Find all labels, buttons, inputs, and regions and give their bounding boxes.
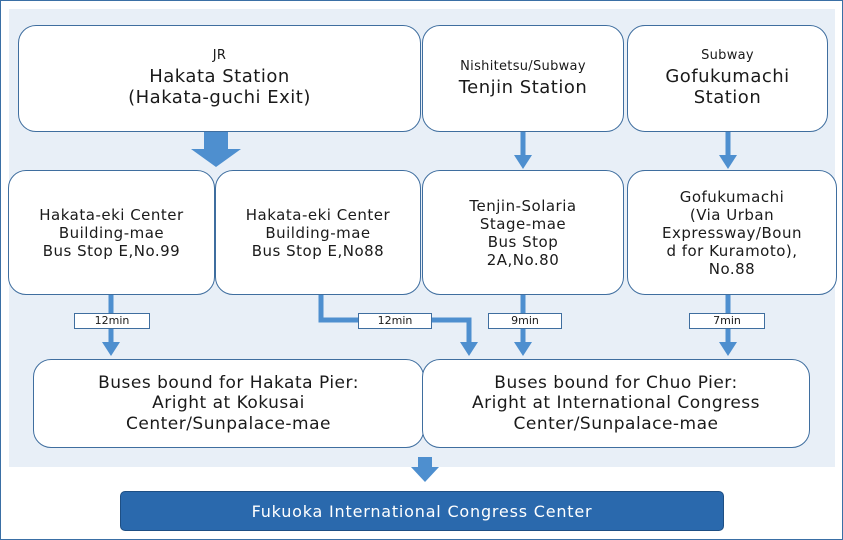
arrow-final <box>411 457 439 482</box>
stop-line: d for Kuramoto), <box>666 241 798 260</box>
stop-line: Expressway/Boun <box>662 223 802 242</box>
stop-line: Bus Stop <box>487 232 559 251</box>
time-label-hakata-99: 12min <box>74 313 150 329</box>
stop-line: Hakata-eki Center <box>245 205 391 224</box>
stop-line: Building-mae <box>265 223 371 242</box>
stop-line: Stage-mae <box>479 214 567 233</box>
stop-tenjin-80: Tenjin-Solaria Stage-mae Bus Stop 2A,No.… <box>422 170 624 295</box>
dest-line: Buses bound for Hakata Pier: <box>98 372 359 393</box>
block-arrow-hakata <box>191 132 241 167</box>
dest-line: Aright at International Congress <box>472 393 760 414</box>
stop-gofukumachi-88: Gofukumachi (Via Urban Expressway/Boun d… <box>627 170 837 295</box>
dest-hakata-pier: Buses bound for Hakata Pier: Aright at K… <box>33 359 424 448</box>
dest-line: Center/Sunpalace-mae <box>125 413 331 434</box>
dest-line: Buses bound for Chuo Pier: <box>494 372 738 393</box>
arrow-hakata88-head <box>460 342 478 356</box>
arrow-gofukumachi-head <box>719 155 737 169</box>
origin-gofukumachi-station: Subway Gofukumachi Station <box>627 25 828 132</box>
final-label: Fukuoka International Congress Center <box>251 501 593 521</box>
time-label-gofukumachi-88: 7min <box>689 313 765 329</box>
operator-label: Subway <box>701 48 754 64</box>
stop-line: No.88 <box>708 259 756 278</box>
origin-hakata-station: JR Hakata Station (Hakata-guchi Exit) <box>18 25 421 132</box>
station-name-line2: Station <box>693 87 762 109</box>
origin-tenjin-station: Nishitetsu/Subway Tenjin Station <box>422 25 624 132</box>
dest-chuo-pier: Buses bound for Chuo Pier: Aright at Int… <box>422 359 810 448</box>
stop-line: (Via Urban <box>689 205 775 224</box>
stop-line: Hakata-eki Center <box>39 205 184 224</box>
station-name-line1: Gofukumachi <box>665 65 790 87</box>
dest-line: Center/Sunpalace-mae <box>513 413 719 434</box>
stop-hakata-88: Hakata-eki Center Building-mae Bus Stop … <box>215 170 421 295</box>
station-exit: (Hakata-guchi Exit) <box>128 87 311 109</box>
arrow-tenjin-head <box>514 155 532 169</box>
final-destination: Fukuoka International Congress Center <box>120 491 724 531</box>
stop-hakata-99: Hakata-eki Center Building-mae Bus Stop … <box>8 170 215 295</box>
station-name: Tenjin Station <box>458 76 588 98</box>
stop-line: Gofukumachi <box>679 187 785 206</box>
stop-line: Building-mae <box>58 223 165 242</box>
dest-line: Aright at Kokusai <box>152 393 305 414</box>
time-label-tenjin-80: 9min <box>488 313 562 329</box>
stop-line: Bus Stop E,No.99 <box>42 241 181 260</box>
station-name: Hakata Station <box>149 65 290 87</box>
time-label-hakata-88: 12min <box>358 313 432 329</box>
stop-line: 2A,No.80 <box>486 250 560 269</box>
stop-line: Bus Stop E,No88 <box>251 241 385 260</box>
operator-label: Nishitetsu/Subway <box>460 58 586 74</box>
stop-line: Tenjin-Solaria <box>469 196 577 215</box>
arrow-hakata99-head <box>102 342 120 356</box>
operator-label: JR <box>212 48 227 64</box>
arrow-gofukumachi88-head <box>719 342 737 356</box>
arrow-tenjin80-head <box>514 342 532 356</box>
